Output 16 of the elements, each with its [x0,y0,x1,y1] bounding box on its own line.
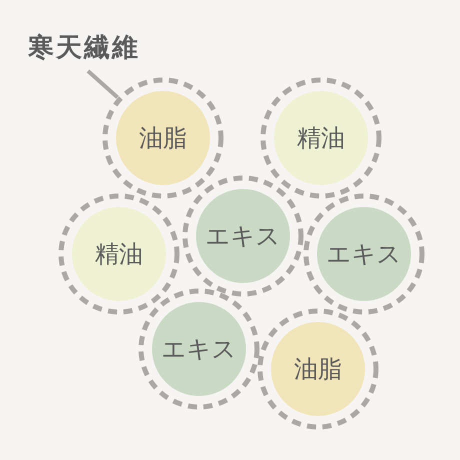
circle-label: 精油 [296,123,346,154]
circle-label: エキス [160,334,238,365]
capsule-circle [57,192,181,316]
leader-line [86,70,119,99]
circle-label: エキス [326,239,402,270]
circle-label: 油脂 [138,123,188,154]
circle-label: エキス [204,221,282,252]
capsule-circle [101,76,225,200]
capsule-circle [137,287,261,411]
capsule-circle [259,76,383,200]
capsule-circle [181,174,305,298]
capsule-circle [302,192,426,316]
circle-label: 精油 [94,239,144,270]
callout-label: 寒天繊維 [28,30,140,65]
capsule-circle [256,307,380,431]
circle-label: 油脂 [293,354,343,385]
